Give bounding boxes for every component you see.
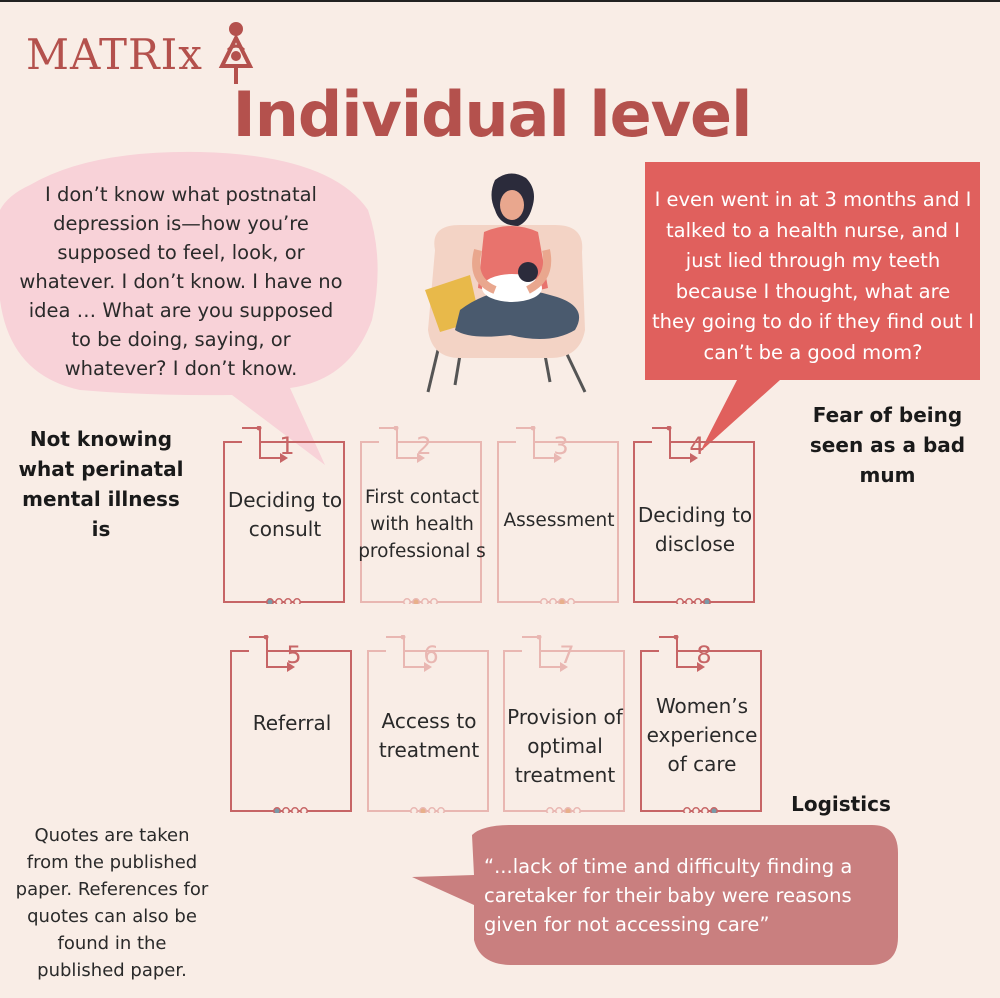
step-number: 1 — [279, 432, 295, 460]
step-number: 4 — [689, 432, 705, 460]
top-border — [0, 0, 1000, 2]
step-number: 6 — [423, 641, 439, 669]
pink-speech-bubble — [0, 151, 378, 465]
quote-bottom: “...lack of time and difficulty finding … — [484, 855, 853, 936]
step-label: Assessment — [503, 510, 615, 531]
step-card-7: 7 Provision of optimal treatment — [502, 635, 628, 813]
mother-breastfeeding-illustration — [425, 173, 587, 393]
barrier-label-left: Not knowing what perinatal mental illnes… — [18, 427, 184, 541]
step-number: 3 — [553, 432, 569, 460]
step-card-frame — [367, 635, 489, 813]
step-card-2: 2 First contact with health professional… — [358, 426, 486, 604]
quote-left: I don’t know what postnatal depression i… — [19, 183, 343, 380]
step-number: 2 — [416, 432, 432, 460]
barrier-label-right: Fear of being seen as a bad mum — [809, 403, 966, 487]
quote-right: I even went in at 3 months and I talked … — [652, 188, 975, 364]
mauve-speech-bubble — [412, 825, 898, 965]
step-number: 7 — [559, 641, 575, 669]
step-card-3: 3 Assessment — [496, 426, 622, 604]
step-card-8: 8 Women’s experience of care — [639, 635, 765, 813]
step-card-frame — [230, 635, 352, 813]
barrier-label-logistics: Logistics — [791, 792, 891, 816]
step-number: 5 — [286, 641, 302, 669]
step-label: First contact with health professional s — [358, 487, 486, 562]
step-card-frame — [633, 426, 755, 604]
brand-logo-text: MATRIx — [26, 30, 203, 79]
step-card-frame — [503, 635, 625, 813]
step-card-frame — [223, 426, 345, 604]
step-label: Provision of optimal treatment — [507, 705, 623, 787]
mother-symbol-icon — [218, 22, 254, 84]
red-speech-box — [645, 162, 980, 452]
step-card-5: 5 Referral — [229, 635, 355, 813]
step-card-frame — [640, 635, 762, 813]
step-label: Deciding to disclose — [637, 503, 753, 556]
step-number: 8 — [696, 641, 712, 669]
step-label: Referral — [252, 711, 332, 735]
step-card-1: 1 Deciding to consult — [222, 426, 348, 604]
step-label: Deciding to consult — [227, 488, 343, 541]
step-card-frame — [497, 426, 619, 604]
step-card-6: 6 Access to treatment — [366, 635, 492, 813]
footnote: Quotes are taken from the published pape… — [15, 825, 209, 981]
step-label: Women’s experience of care — [646, 694, 758, 776]
step-card-frame — [360, 426, 482, 604]
step-card-4: 4 Deciding to disclose — [632, 426, 758, 604]
page-title: Individual level — [232, 78, 753, 151]
step-label: Access to treatment — [378, 709, 480, 762]
